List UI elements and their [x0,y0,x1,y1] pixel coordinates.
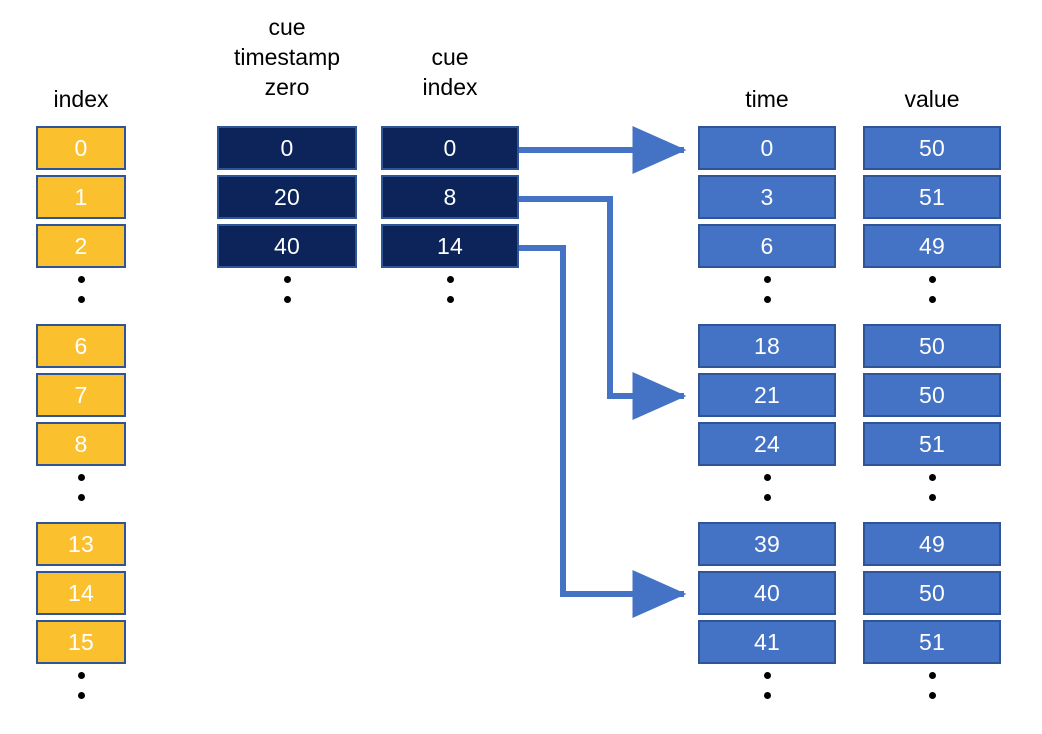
cell-time[interactable]: 41 [698,620,836,664]
cell-value[interactable]: 50 [863,373,1001,417]
column-header-cue_timestamp_zero: cue timestamp zero [233,14,341,100]
cell-cue_index[interactable]: 8 [381,175,519,219]
vertical-ellipsis-icon [922,276,942,303]
cell-time[interactable]: 40 [698,571,836,615]
cell-index[interactable]: 0 [36,126,126,170]
cell-time[interactable]: 39 [698,522,836,566]
cell-cue_index[interactable]: 0 [381,126,519,170]
cell-value[interactable]: 50 [863,126,1001,170]
cell-value[interactable]: 50 [863,571,1001,615]
cell-index[interactable]: 14 [36,571,126,615]
column-header-time: time [745,86,789,112]
cell-time[interactable]: 21 [698,373,836,417]
cell-index[interactable]: 2 [36,224,126,268]
vertical-ellipsis-icon [71,672,91,699]
cell-cue_timestamp_zero[interactable]: 40 [217,224,357,268]
column-header-value: value [904,86,960,112]
cell-time[interactable]: 0 [698,126,836,170]
cell-index[interactable]: 6 [36,324,126,368]
cell-index[interactable]: 1 [36,175,126,219]
vertical-ellipsis-icon [922,672,942,699]
vertical-ellipsis-icon [757,672,777,699]
cell-value[interactable]: 51 [863,175,1001,219]
vertical-ellipsis-icon [277,276,297,303]
cell-value[interactable]: 51 [863,422,1001,466]
vertical-ellipsis-icon [922,474,942,501]
cue-index-8-to-time-21 [519,196,687,420]
cell-value[interactable]: 51 [863,620,1001,664]
vertical-ellipsis-icon [71,474,91,501]
vertical-ellipsis-icon [757,474,777,501]
cell-cue_timestamp_zero[interactable]: 20 [217,175,357,219]
vertical-ellipsis-icon [757,276,777,303]
vertical-ellipsis-icon [440,276,460,303]
column-header-cue_index: cue index [422,44,478,100]
cell-time[interactable]: 24 [698,422,836,466]
cell-time[interactable]: 18 [698,324,836,368]
cell-time[interactable]: 3 [698,175,836,219]
cell-value[interactable]: 49 [863,522,1001,566]
cell-index[interactable]: 8 [36,422,126,466]
cell-index[interactable]: 15 [36,620,126,664]
cue-index-14-to-time-40 [519,245,687,618]
cell-value[interactable]: 50 [863,324,1001,368]
cell-time[interactable]: 6 [698,224,836,268]
cell-index[interactable]: 13 [36,522,126,566]
cell-index[interactable]: 7 [36,373,126,417]
cell-value[interactable]: 49 [863,224,1001,268]
cell-cue_timestamp_zero[interactable]: 0 [217,126,357,170]
cell-cue_index[interactable]: 14 [381,224,519,268]
vertical-ellipsis-icon [71,276,91,303]
column-header-index: index [53,86,109,112]
